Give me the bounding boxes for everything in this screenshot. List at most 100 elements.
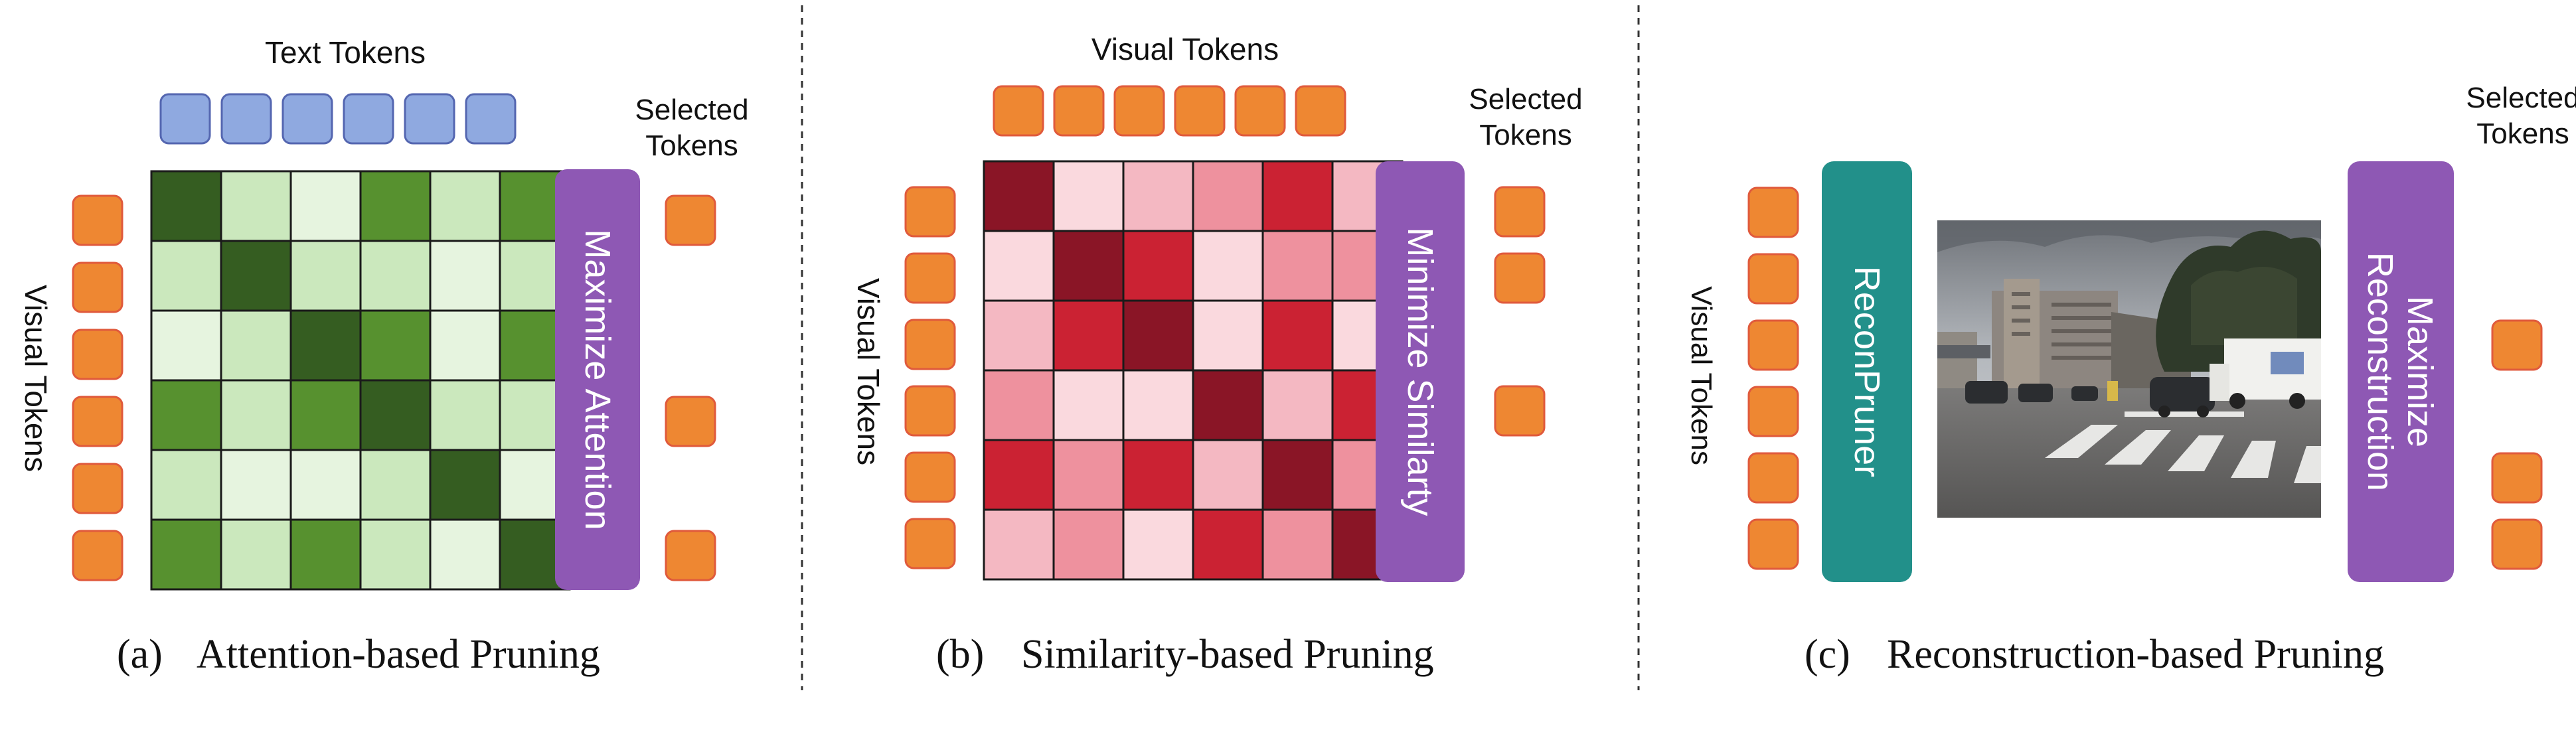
attention-matrix — [150, 170, 571, 591]
selected-token — [2491, 518, 2543, 570]
similarity-cell — [1052, 160, 1125, 232]
attention-cell — [429, 309, 501, 382]
attention-cell — [429, 240, 501, 312]
similarity-cell — [983, 439, 1055, 511]
attention-cell — [289, 170, 362, 242]
attention-cell — [359, 518, 432, 591]
selected-token — [665, 396, 716, 447]
similarity-cell — [1192, 439, 1264, 511]
selected-tokens-label-c-line1: Selected — [2466, 82, 2576, 114]
similarity-cell — [1122, 508, 1194, 581]
visual-tokens-label-c: Visual Tokens — [1685, 286, 1718, 465]
visual-token — [1113, 85, 1165, 137]
text-token-row — [159, 93, 517, 145]
attention-cell — [150, 449, 222, 521]
similarity-cell — [1192, 230, 1264, 302]
caption-c-prefix: (c) — [1805, 632, 1850, 677]
selected-token — [665, 194, 716, 246]
maximize-reconstruction-box — [2348, 161, 2454, 582]
caption-b-prefix: (b) — [936, 632, 984, 677]
similarity-cell — [1052, 439, 1125, 511]
similarity-cell — [1192, 369, 1264, 441]
attention-cell — [220, 309, 292, 382]
caption-a: Attention-based Pruning — [197, 632, 600, 677]
visual-tokens-label-b: Visual Tokens — [851, 278, 886, 465]
similarity-cell — [1122, 160, 1194, 232]
visual-tokens-top-label-b: Visual Tokens — [1091, 32, 1279, 66]
attention-cell — [220, 240, 292, 312]
visual-token — [1747, 186, 1799, 238]
visual-tokens-label-a: Visual Tokens — [19, 285, 53, 472]
selected-token — [1494, 385, 1546, 437]
visual-token — [72, 463, 123, 514]
similarity-cell — [983, 160, 1055, 232]
visual-token-column-a — [72, 194, 123, 581]
similarity-cell — [1192, 160, 1264, 232]
attention-cell — [150, 170, 222, 242]
selected-tokens-label-b-line2: Tokens — [1479, 119, 1571, 151]
visual-token — [72, 194, 123, 246]
visual-token — [72, 261, 123, 313]
similarity-cell — [1122, 369, 1194, 441]
attention-cell — [150, 379, 222, 451]
visual-token — [904, 319, 956, 370]
attention-cell — [359, 170, 432, 242]
text-token — [220, 93, 272, 145]
similarity-cell — [1261, 439, 1334, 511]
visual-token — [904, 518, 956, 569]
attention-cell — [150, 518, 222, 591]
selected-token — [665, 530, 716, 581]
attention-cell — [359, 309, 432, 382]
similarity-cell — [983, 299, 1055, 372]
maximize-reconstruction-label-line1: Maximize — [2400, 296, 2440, 447]
visual-token — [1053, 85, 1105, 137]
selected-tokens-label-c-line2: Tokens — [2476, 117, 2569, 150]
reconpruner-box — [1822, 161, 1912, 582]
visual-token — [1747, 386, 1799, 437]
similarity-cell — [983, 369, 1055, 441]
visual-token — [72, 396, 123, 447]
caption-b: Similarity-based Pruning — [1021, 632, 1434, 677]
minimize-similarity-box — [1376, 161, 1465, 582]
attention-cell — [220, 518, 292, 591]
panel-reconstruction: Visual Tokens ReconPruner — [1685, 82, 2576, 677]
text-token — [343, 93, 394, 145]
visual-token — [904, 451, 956, 503]
selected-token — [1494, 186, 1546, 238]
visual-token — [1174, 85, 1226, 137]
attention-cell — [289, 449, 362, 521]
visual-token — [904, 252, 956, 304]
similarity-cell — [1261, 299, 1334, 372]
visual-token — [1747, 518, 1799, 570]
maximize-attention-box — [555, 169, 640, 590]
attention-cell — [289, 240, 362, 312]
similarity-cell — [1261, 508, 1334, 581]
selected-tokens-label-a-line1: Selected — [635, 94, 748, 126]
attention-cell — [289, 379, 362, 451]
selected-tokens-b — [1494, 186, 1546, 437]
reconpruner-label: ReconPruner — [1847, 266, 1887, 477]
minimize-similarity-label: Minimize Similarty — [1400, 227, 1440, 516]
attention-cell — [359, 379, 432, 451]
similarity-matrix — [983, 160, 1404, 581]
attention-cell — [429, 170, 501, 242]
attention-cell — [150, 309, 222, 382]
panel-attention: Text Tokens Visual Tokens Maximize Atten… — [19, 35, 749, 677]
similarity-cell — [1192, 508, 1264, 581]
similarity-cell — [1122, 299, 1194, 372]
visual-token — [1747, 319, 1799, 371]
text-tokens-label: Text Tokens — [265, 35, 426, 70]
visual-token — [904, 385, 956, 437]
attention-cell — [220, 170, 292, 242]
selected-tokens-c — [2491, 319, 2543, 570]
selected-token — [2491, 452, 2543, 504]
selected-token — [1494, 252, 1546, 304]
visual-token — [1747, 452, 1799, 504]
selected-token — [2491, 319, 2543, 371]
visual-token-column-c — [1747, 186, 1799, 570]
attention-cell — [289, 309, 362, 382]
similarity-cell — [1261, 160, 1334, 232]
visual-token — [1234, 85, 1286, 137]
attention-cell — [289, 518, 362, 591]
